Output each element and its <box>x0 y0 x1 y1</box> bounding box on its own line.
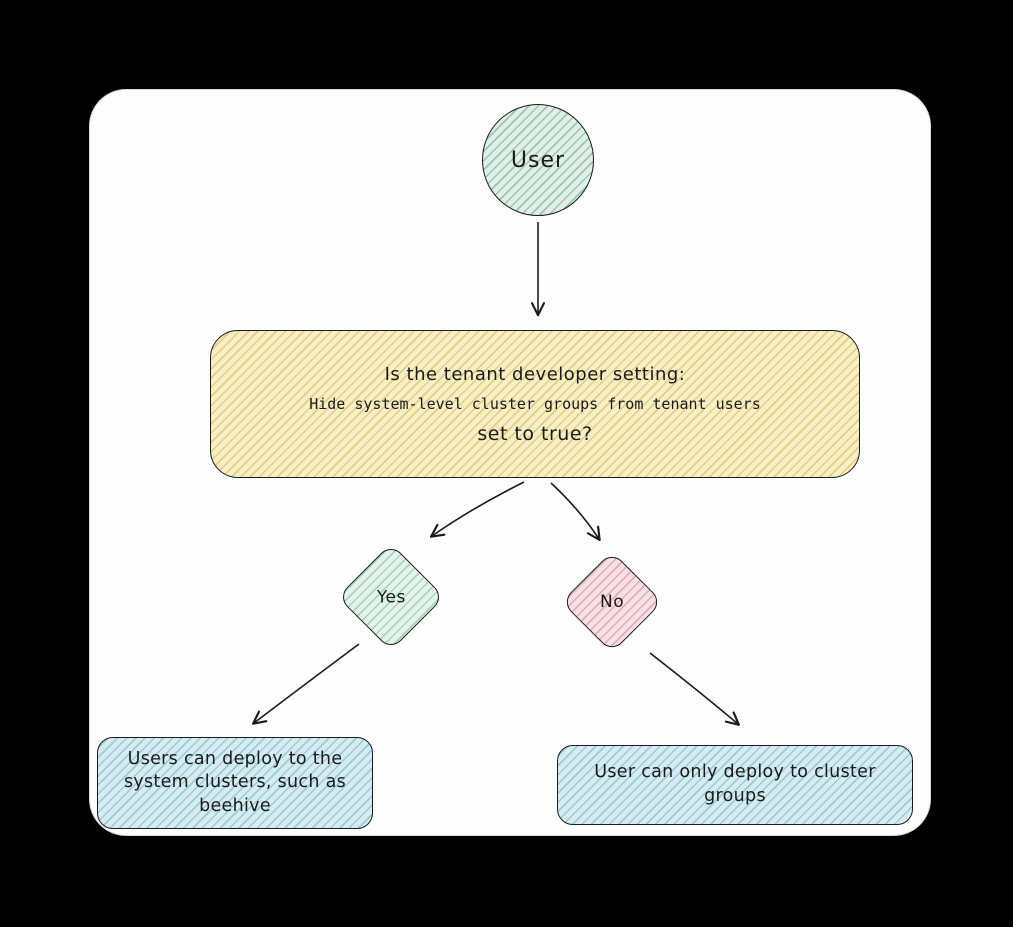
question-line-setting-name: Hide system-level cluster groups from te… <box>309 394 761 413</box>
node-result-yes: Users can deploy to the system clusters,… <box>97 737 373 829</box>
node-question: Is the tenant developer setting: Hide sy… <box>210 330 860 478</box>
node-user: User <box>482 104 594 216</box>
no-label: No <box>599 592 625 612</box>
question-line-1: Is the tenant developer setting: <box>384 363 686 385</box>
result-no-label: User can only deploy to cluster groups <box>594 762 876 806</box>
node-result-no: User can only deploy to cluster groups <box>557 745 913 825</box>
node-user-label: User <box>510 147 566 173</box>
question-line-3: set to true? <box>477 422 593 445</box>
yes-label: Yes <box>376 586 406 607</box>
result-yes-label: Users can deploy to the system clusters,… <box>123 748 347 816</box>
